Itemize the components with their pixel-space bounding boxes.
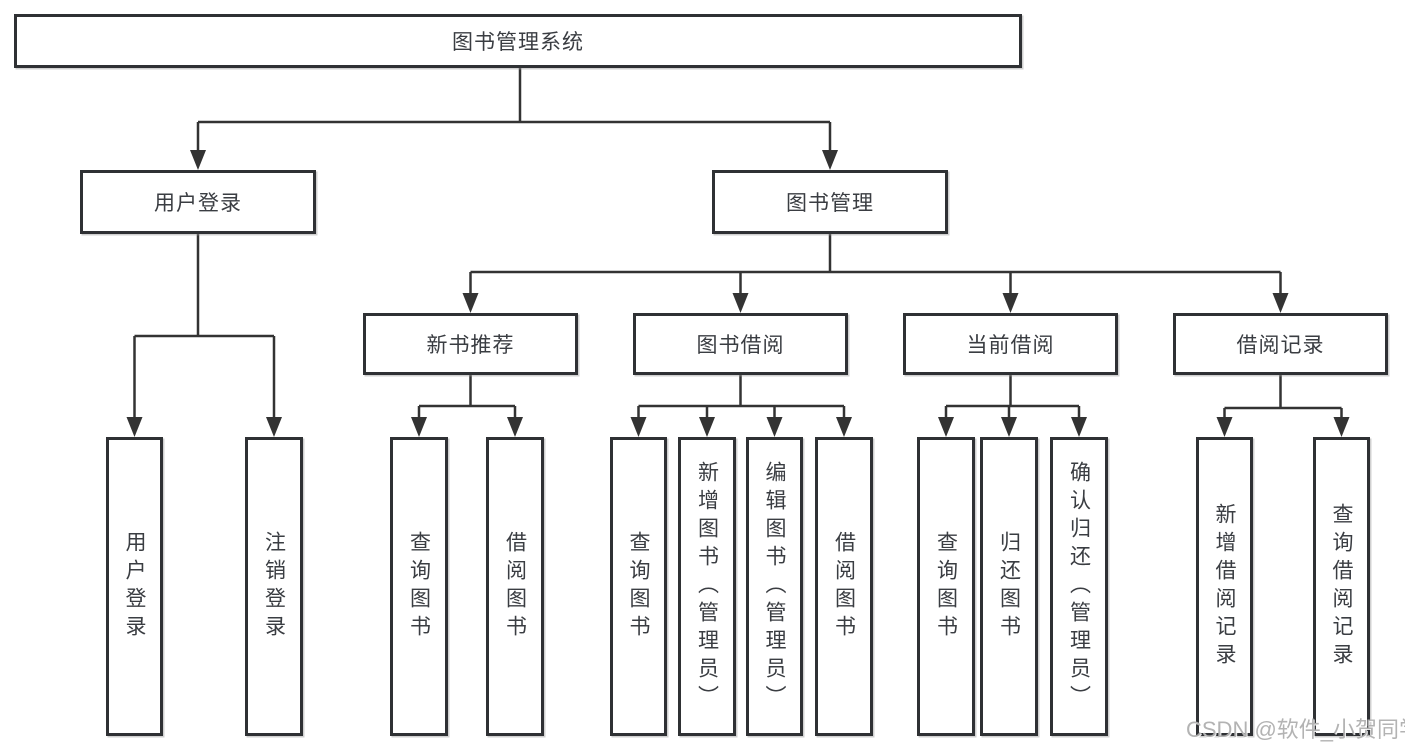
arrowhead [126,417,143,437]
arrowhead [938,417,954,437]
leaf-current-return-books: 归还图书 [980,437,1038,736]
arrowheads-borrow-record-group [1216,417,1350,437]
leaf-logout: 注销登录 [245,437,303,736]
node-book-borrow: 图书借阅 [633,313,848,375]
arrowhead [1216,417,1233,437]
connector-book-borrow-group [637,375,846,423]
arrowhead [507,417,523,437]
connector-level-1 [196,68,832,156]
leaf-newbook-borrow-books: 借阅图书 [486,437,544,736]
leaf-borrow-query-books: 查询图书 [610,437,667,736]
arrowhead [766,417,783,437]
node-new-book-recommend: 新书推荐 [363,313,578,375]
leaf-current-query-books: 查询图书 [917,437,975,736]
arrowhead [630,417,647,437]
connector-book-management-group [469,234,1282,299]
node-current-borrow: 当前借阅 [903,313,1118,375]
arrowhead [266,417,282,437]
node-user-login: 用户登录 [80,170,316,234]
node-book-management: 图书管理 [712,170,948,234]
arrowhead [732,293,749,313]
leaf-record-add-borrow-record: 新增借阅记录 [1196,437,1253,736]
leaf-borrow-edit-books-admin: 编辑图书（管理员） [746,437,803,736]
arrowhead [699,417,715,437]
arrowhead [190,150,206,170]
arrowhead [836,417,852,437]
arrowheads-book-borrow-group [630,417,852,437]
leaf-user-login: 用户登录 [106,437,163,736]
connector-current-borrow-group [944,375,1081,423]
watermark: CSDN @软件_小贺同学 [1186,717,1405,742]
node-borrow-records: 借阅记录 [1173,313,1388,375]
connector-borrow-record-group [1223,375,1343,423]
arrowhead [1333,417,1350,437]
leaf-current-confirm-return-admin: 确认归还（管理员） [1050,437,1108,736]
node-library-system: 图书管理系统 [14,14,1022,68]
arrowhead [462,293,479,313]
leaf-newbook-query-books: 查询图书 [390,437,448,736]
leaf-record-query-borrow-record: 查询借阅记录 [1313,437,1370,736]
arrowhead [1272,293,1289,313]
leaf-borrow-borrow-books: 借阅图书 [815,437,873,736]
arrowheads-current-borrow-group [938,417,1087,437]
connector-user-login-group [133,234,276,423]
arrowheads-new-book-group [411,417,523,437]
arrowhead [1001,417,1017,437]
connector-new-book-group [417,375,517,423]
leaf-borrow-add-books-admin: 新增图书（管理员） [678,437,736,736]
arrowhead [822,150,838,170]
arrowheads-level-1 [190,150,838,170]
arrowhead [1071,417,1087,437]
arrowhead [411,417,427,437]
arrowhead [1002,293,1019,313]
arrowheads-user-login-group [126,417,282,437]
arrowheads-book-management-group [462,293,1289,313]
